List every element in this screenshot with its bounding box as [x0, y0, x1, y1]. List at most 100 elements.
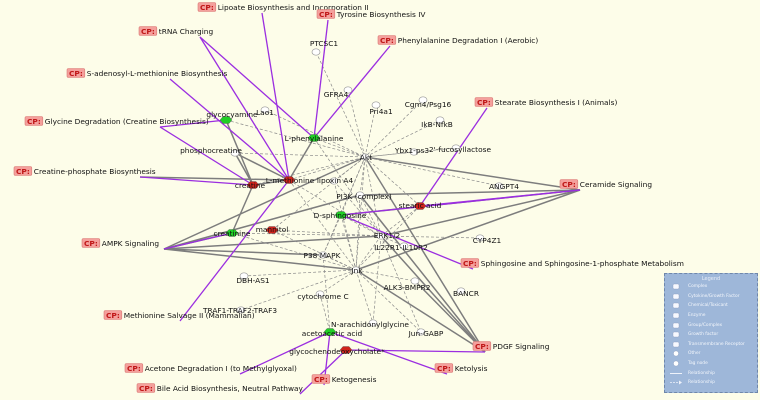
pathway-methionine[interactable]: CP:Methionine Salvage II (Mammalian)	[103, 310, 255, 320]
dashed-edge-jnk-dbh	[243, 269, 357, 277]
pathway-edges	[139, 12, 581, 395]
node-ikb[interactable]: IkB-NfkB	[421, 116, 453, 129]
legend-item-label: Group/Complex	[688, 322, 723, 328]
node-marker	[475, 234, 485, 242]
node-dsph[interactable]: D-sphingosine	[314, 211, 367, 220]
pathway-glycine[interactable]: CP:Glycine Degradation (Creatine Biosynt…	[24, 116, 209, 126]
pathway-ketogenesis[interactable]: CP:Ketogenesis	[311, 374, 377, 384]
cp-tag-box	[103, 310, 123, 320]
cp-tag: CP:	[200, 3, 214, 12]
pathway-s1p[interactable]: CP:Sphingosine and Sphingosine-1-phospha…	[460, 258, 684, 268]
node-ptcsc1[interactable]: PTCSC1	[310, 39, 339, 56]
node-marker	[219, 116, 233, 124]
pathway-sam[interactable]: CP:S-adenosyl-L-methionine Biosynthesis	[66, 68, 228, 78]
pathway-label: Creatine-phosphate Biosynthesis	[34, 167, 156, 176]
pathway-label: S-adenosyl-L-methionine Biosynthesis	[87, 69, 228, 78]
node-glycochen[interactable]: glycochenodeoxycholate*	[289, 346, 385, 357]
cp-tag: CP:	[27, 117, 41, 126]
legend-item-label: Enzyme	[688, 313, 706, 319]
cp-tag-box	[311, 374, 331, 384]
dashed-edge-stearic-jnk	[355, 205, 421, 271]
node-gfra4[interactable]: GFRA4	[324, 86, 353, 99]
node-akt[interactable]: Akt	[360, 153, 372, 162]
pathway-label: Acetone Degradation I (to Methylglyoxal)	[145, 364, 297, 373]
node-jnk[interactable]: Jnk	[350, 266, 363, 275]
dashed-edge-ikb-akt	[364, 119, 441, 158]
pathway-phedeg[interactable]: CP:Phenylalanine Degradation I (Aerobic)	[377, 35, 539, 45]
node-creatinine[interactable]: creatinine	[214, 229, 251, 238]
node-phosphocreatine[interactable]: phosphocreatine	[180, 146, 242, 157]
pathway-trna[interactable]: CP:tRNA Charging	[138, 26, 213, 36]
pathway-lipoate[interactable]: CP:Lipoate Biosynthesis and Incorporatio…	[197, 2, 369, 12]
cp-tag: CP:	[127, 364, 141, 373]
node-cytc[interactable]: cytochrome C	[297, 290, 349, 301]
dashed-edge-gfra4-akt	[347, 89, 366, 158]
node-creatine[interactable]: creatine	[235, 181, 266, 190]
node-glycocyamine[interactable]: glycocyamine	[206, 110, 258, 124]
node-lipoxin[interactable]: lipoxin A4	[317, 176, 354, 185]
relationship-line-icon	[669, 370, 683, 377]
node-cyp4z1[interactable]: CYP4Z1	[473, 234, 502, 245]
cp-tag-box	[13, 166, 33, 176]
node-dbh[interactable]: DBH-AS1	[236, 272, 270, 285]
node-jungabp[interactable]: Jun-GABP	[408, 328, 444, 338]
node-erk[interactable]: ERK1/2	[374, 231, 401, 240]
legend-title: Legend	[701, 276, 721, 282]
node-lphe[interactable]: L-phenylalanine	[285, 134, 344, 143]
pathway-acetone[interactable]: CP: Acetone Degradation I (to Methylglyox…	[124, 363, 297, 373]
node-stearic[interactable]: stearic acid	[399, 201, 442, 210]
node-narach[interactable]: N-arachidonylglycine	[331, 319, 409, 329]
node-ybx1[interactable]: Ybx1-ps3	[394, 146, 429, 156]
solid-edges	[139, 119, 581, 353]
node-lmet[interactable]: L-methionine	[266, 176, 315, 185]
pathway-edge-cp_glycine-glycocyamine	[159, 119, 227, 128]
node-lao1[interactable]: Lao1	[256, 106, 274, 117]
dashed-edge-ybx1-akt	[364, 151, 415, 158]
dashed-edge-lipoxin-erk	[333, 180, 382, 237]
pathway-label: Tyrosine Biosynthesis IV	[336, 10, 426, 19]
node-pi3k[interactable]: PI3K (complex)	[336, 191, 392, 201]
node-label: CYP4Z1	[473, 236, 502, 245]
node-marker	[410, 277, 420, 285]
node-label: creatine	[235, 181, 266, 190]
solid-edge-creatine-lmet	[252, 179, 290, 186]
legend-item-label: Other	[688, 351, 701, 357]
node-cgm4[interactable]: Cgm4/Psg16	[405, 96, 452, 109]
node-p38[interactable]: P38 MAPK	[304, 251, 341, 260]
cp-tag: CP:	[475, 342, 489, 351]
pathway-edge-cp_acetone-acetoacetic	[239, 331, 331, 375]
node-label: Pri4a1	[369, 107, 393, 116]
pathway-label: Phenylalanine Degradation I (Aerobic)	[398, 36, 539, 45]
pathway-pdgf[interactable]: CP:PDGF Signaling	[472, 341, 550, 351]
dashed-edge-stearic-erk	[380, 205, 421, 237]
pathway-tyrosine[interactable]: CP:Tyrosine Biosynthesis IV	[316, 9, 426, 19]
pathway-edge-cp_pdgf-glycochen	[345, 349, 486, 353]
node-acetoacetic[interactable]: acetoacetic acid	[302, 328, 363, 339]
node-label: D-sphingosine	[314, 211, 367, 220]
node-angpt4[interactable]: ANGPT4	[489, 182, 519, 191]
node-traf[interactable]: TRAF1-TRAF2-TRAF3	[202, 306, 277, 315]
node-marker	[399, 242, 409, 250]
dashed-edge-jnk-alk3	[355, 269, 416, 282]
node-mannitol[interactable]: mannitol	[256, 225, 289, 234]
node-marker	[351, 266, 361, 274]
node-bancr[interactable]: BANCR	[453, 287, 479, 298]
node-marker	[311, 48, 321, 56]
solid-edge-cp_ceramide-akt	[364, 156, 581, 191]
pathway-ketolysis[interactable]: CP:Ketolysis	[434, 363, 488, 373]
pathway-edge-cp_glycine-creatine	[159, 126, 254, 186]
node-il22r1[interactable]: IL22R1-IL10R2	[374, 242, 428, 252]
node-fucosyl[interactable]: 2'-fucosyllactose	[429, 144, 491, 154]
pathway-phosphate[interactable]: CP:Creatine-phosphate Biosynthesis	[13, 166, 156, 176]
node-alk3[interactable]: ALK3-BMPR2	[384, 277, 431, 292]
pathway-bile[interactable]: CP:Bile Acid Biosynthesis, Neutral Pathw…	[136, 383, 304, 393]
pathway-ceramide[interactable]: CP:Ceramide Signaling	[559, 179, 652, 189]
node-marker	[307, 134, 321, 142]
pathway-stearate[interactable]: CP:Stearate Biosynthesis I (Animals)	[474, 97, 617, 107]
pathway-ampk[interactable]: CP:AMPK Signaling	[81, 238, 159, 248]
node-pri4a1[interactable]: Pri4a1	[369, 101, 393, 116]
growth-factor-icon	[669, 331, 683, 338]
dashed-edge-creatine-akt	[252, 156, 366, 186]
dashed-edge-erk-jungabp	[380, 235, 422, 333]
